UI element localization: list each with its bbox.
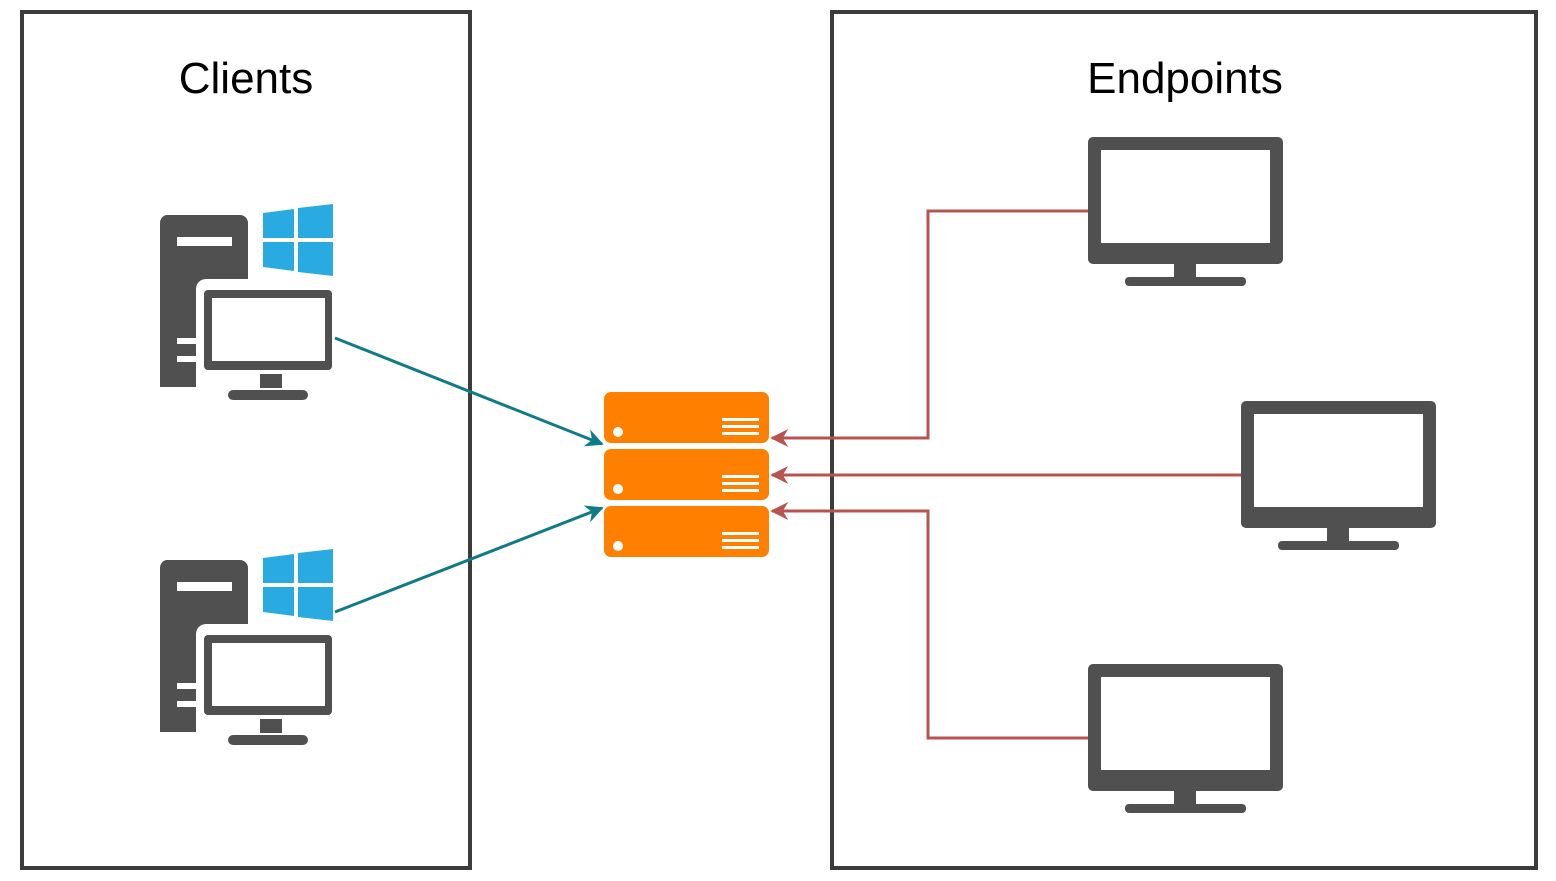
client-workstation-2[interactable] bbox=[159, 549, 336, 745]
endpoint-monitor-2[interactable] bbox=[1241, 401, 1436, 550]
endpoints-group-label: Endpoints bbox=[1087, 54, 1283, 103]
windows-logo-icon bbox=[263, 204, 333, 276]
endpoint-3-link bbox=[770, 502, 1088, 740]
client-2-link bbox=[334, 505, 604, 614]
server-unit-1 bbox=[604, 392, 769, 443]
windows-logo-icon bbox=[263, 549, 333, 621]
monitor-icon bbox=[1088, 664, 1283, 813]
endpoints-group bbox=[830, 10, 1538, 870]
client-workstation-1[interactable] bbox=[159, 204, 336, 400]
server-unit-3 bbox=[604, 506, 769, 557]
endpoint-monitor-3[interactable] bbox=[1088, 664, 1283, 813]
desktop-tower-with-monitor-icon bbox=[159, 215, 336, 400]
server-unit-2 bbox=[604, 449, 769, 500]
endpoint-monitor-1[interactable] bbox=[1088, 137, 1283, 286]
monitor-icon bbox=[1241, 401, 1436, 550]
desktop-tower-with-monitor-icon bbox=[159, 560, 336, 745]
clients-group bbox=[20, 10, 472, 870]
client-1-link bbox=[334, 336, 604, 447]
clients-group-label: Clients bbox=[179, 54, 314, 103]
monitor-icon bbox=[1088, 137, 1283, 286]
endpoint-1-link bbox=[770, 209, 1088, 447]
server-rack-icon[interactable] bbox=[604, 392, 769, 557]
